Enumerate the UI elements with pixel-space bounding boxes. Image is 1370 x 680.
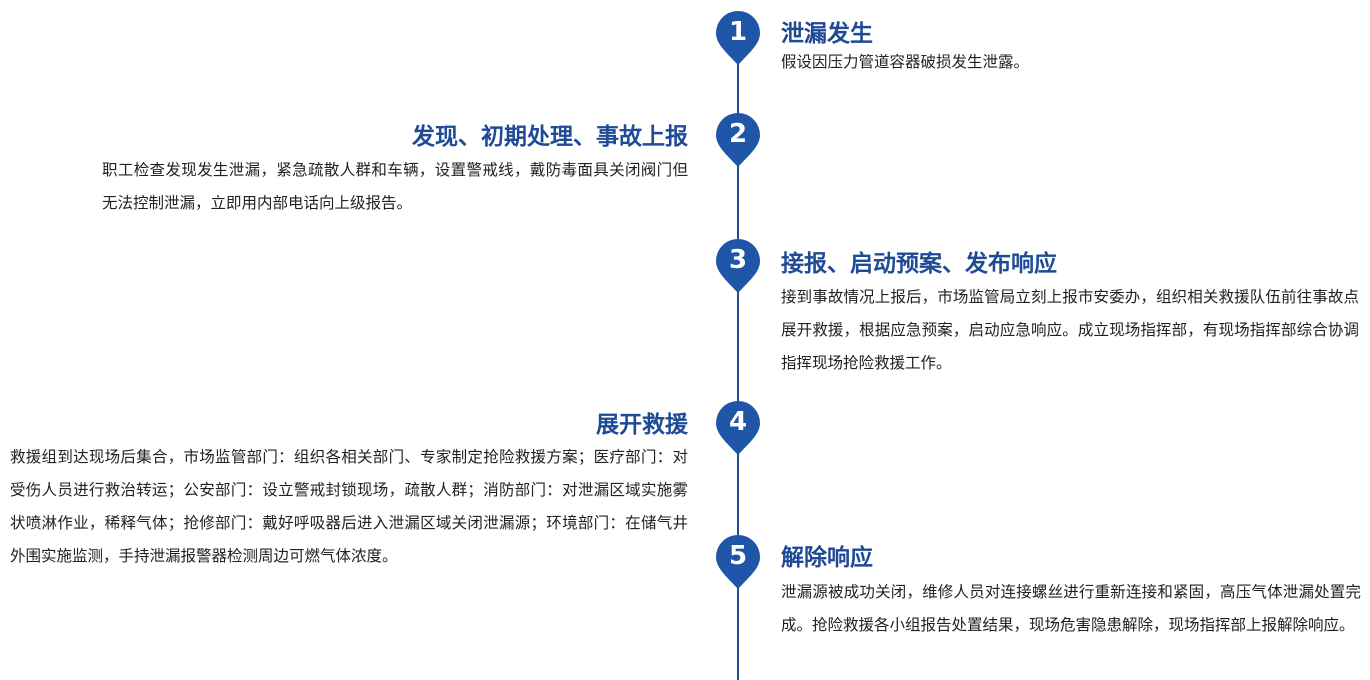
map-pin-icon xyxy=(716,113,760,167)
step-4-marker: 4 xyxy=(714,398,762,456)
map-pin-icon xyxy=(716,401,760,455)
step-5-marker: 5 xyxy=(714,532,762,590)
step-4-title: 展开救援 xyxy=(596,412,688,438)
step-3-number: 3 xyxy=(728,245,748,275)
map-pin-icon xyxy=(716,11,760,65)
step-5-title: 解除响应 xyxy=(781,545,873,571)
step-1-number: 1 xyxy=(728,17,748,47)
step-5-description: 泄漏源被成功关闭，维修人员对连接螺丝进行重新连接和紧固，高压气体泄漏处置完成。抢… xyxy=(781,583,1361,634)
map-pin-icon xyxy=(716,535,760,589)
map-pin-icon xyxy=(716,239,760,293)
timeline-line xyxy=(737,30,739,680)
step-2-marker: 2 xyxy=(714,110,762,168)
step-4-description: 救援组到达现场后集合，市场监管部门：组织各相关部门、专家制定抢险救援方案；医疗部… xyxy=(10,448,688,565)
step-3-marker: 3 xyxy=(714,236,762,294)
step-1-description: 假设因压力管道容器破损发生泄露。 xyxy=(781,53,1030,71)
step-2-title: 发现、初期处理、事故上报 xyxy=(412,124,688,150)
step-4-number: 4 xyxy=(728,407,748,437)
step-1-marker: 1 xyxy=(714,8,762,66)
step-3-description: 接到事故情况上报后，市场监管局立刻上报市安委办，组织相关救援队伍前往事故点展开救… xyxy=(781,288,1359,372)
step-5-number: 5 xyxy=(728,541,748,571)
step-2-number: 2 xyxy=(728,119,748,149)
step-3-title: 接报、启动预案、发布响应 xyxy=(781,251,1057,277)
step-2-description: 职工检查发现发生泄漏，紧急疏散人群和车辆，设置警戒线，戴防毒面具关闭阀门但无法控… xyxy=(102,161,688,212)
step-1-title: 泄漏发生 xyxy=(781,21,873,47)
